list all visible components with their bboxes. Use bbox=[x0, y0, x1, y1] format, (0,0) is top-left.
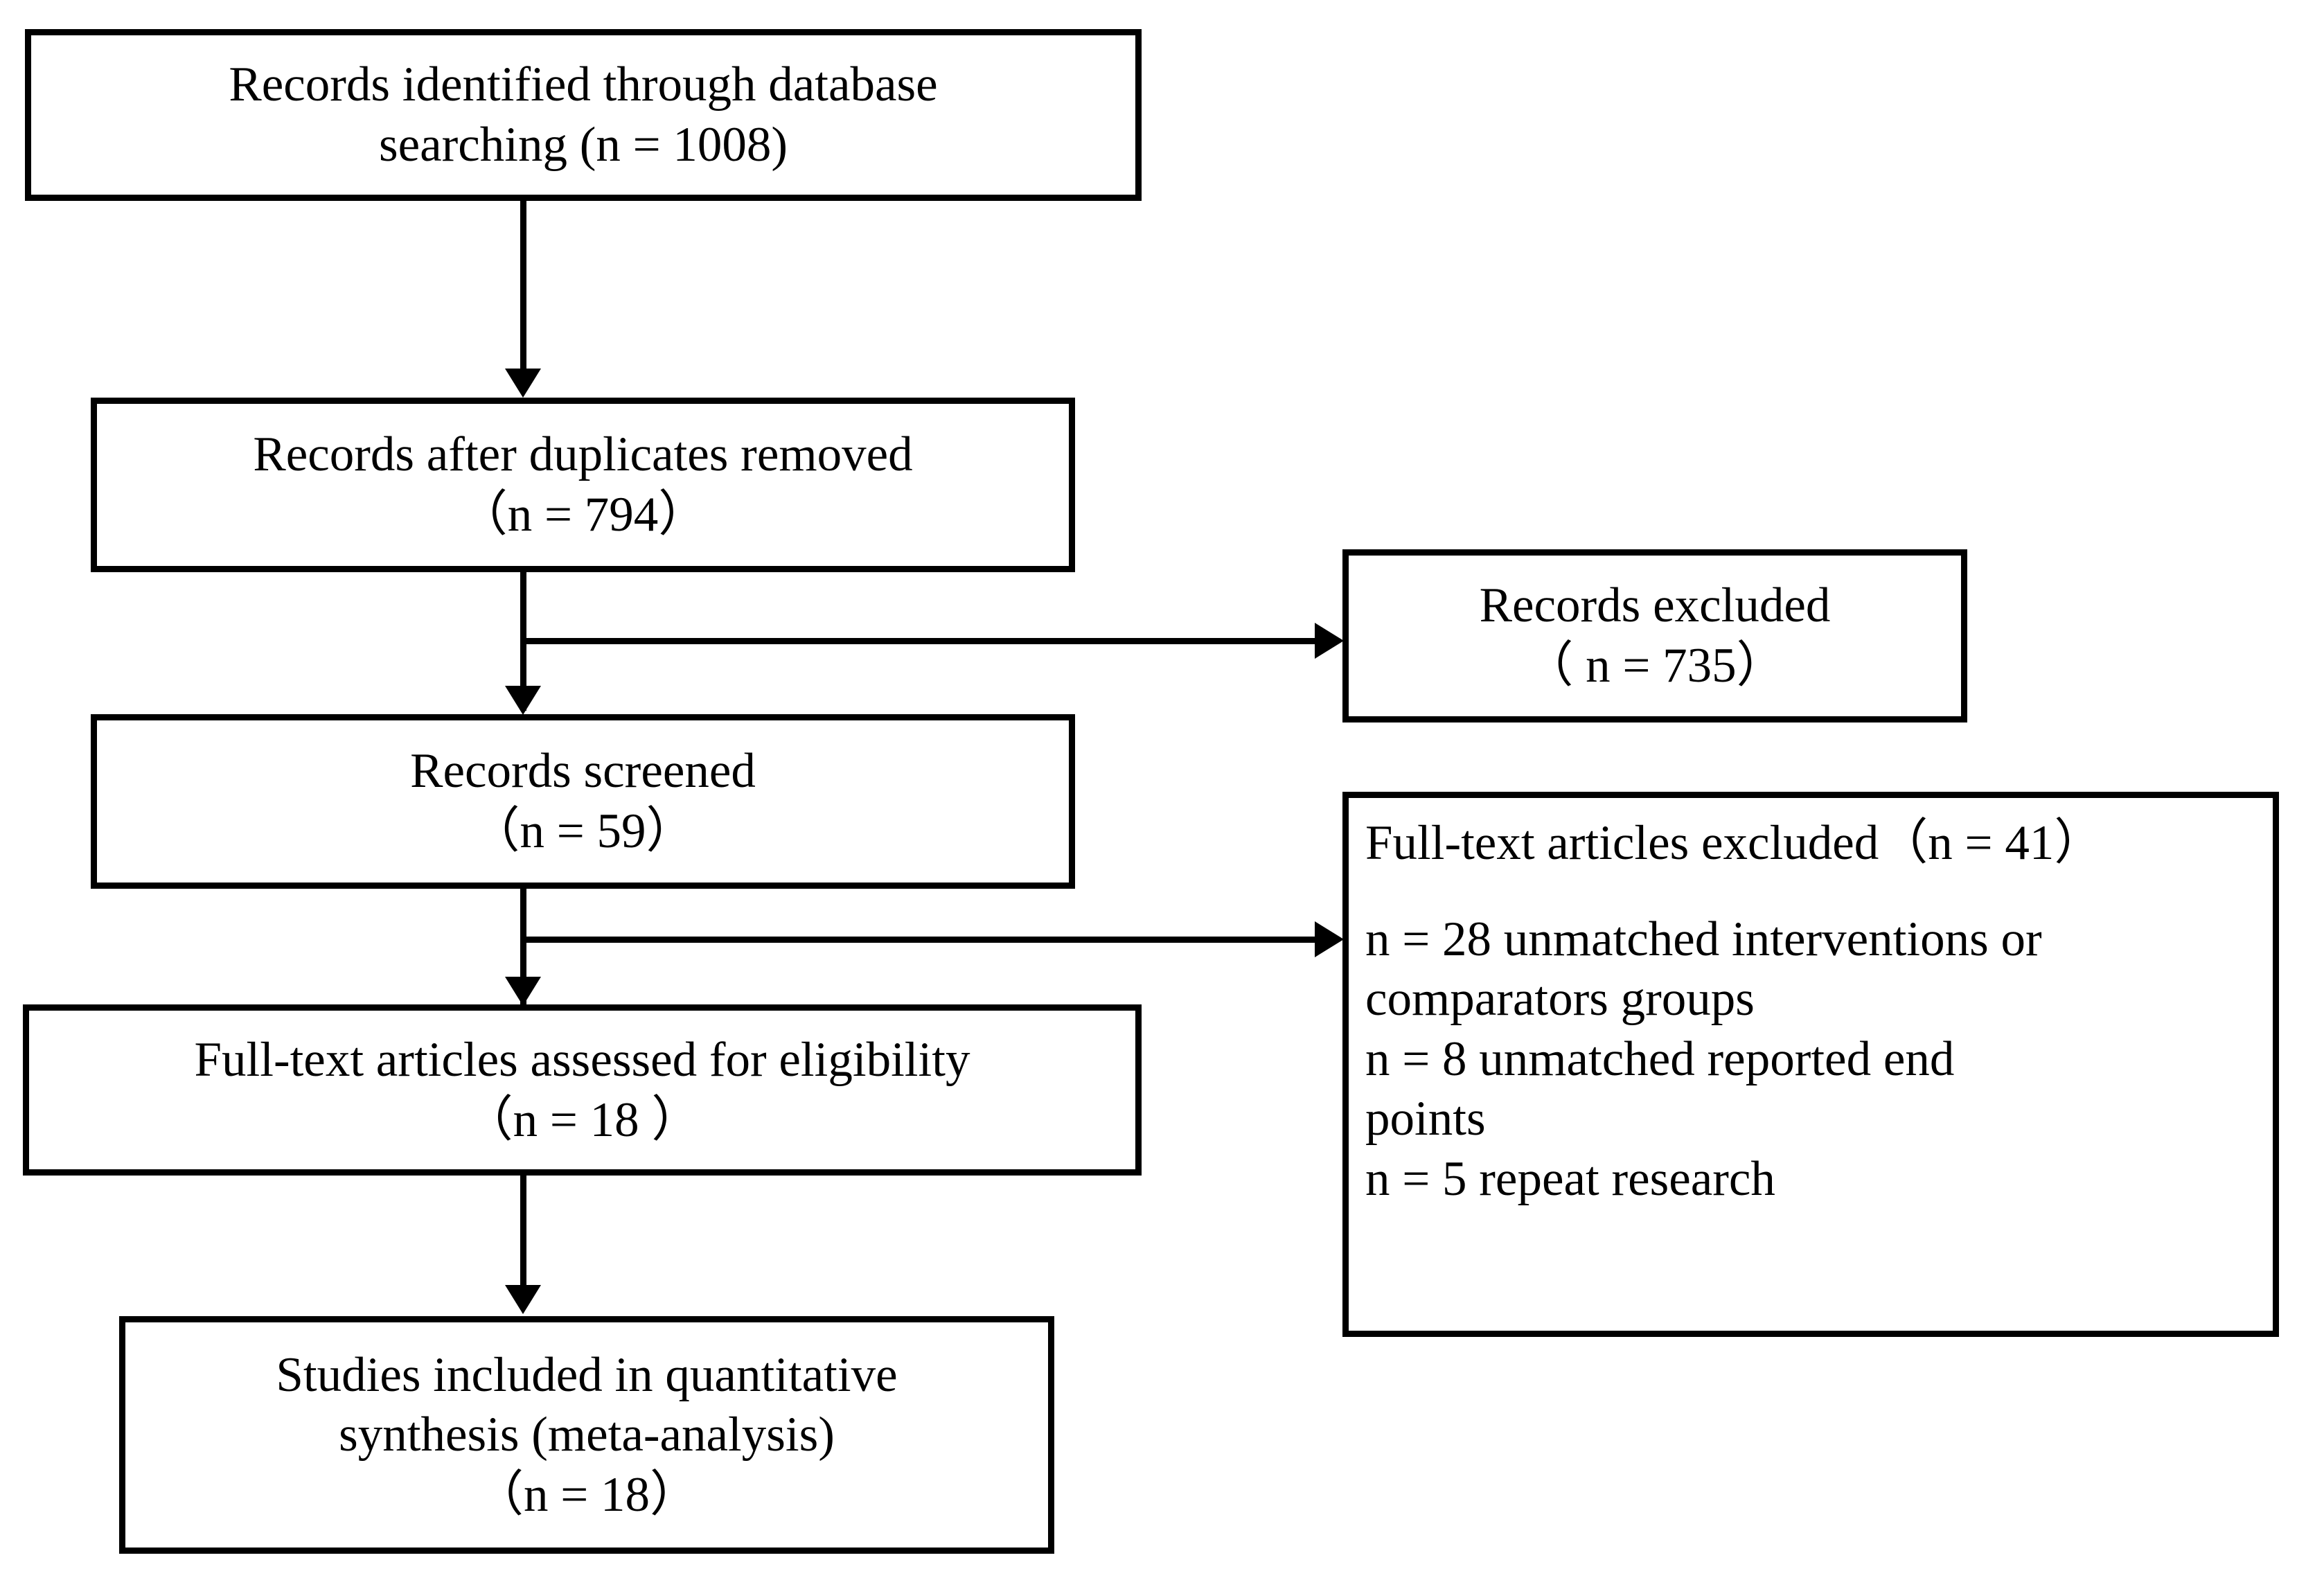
box-records-excluded: Records excluded （ n = 735） bbox=[1342, 549, 1967, 722]
connector-identified-to-duplicates-stem bbox=[520, 201, 526, 370]
connector-screened-to-assessed-arrowhead bbox=[505, 977, 541, 1006]
connector-screened-to-fulltext-excluded-arrowhead bbox=[1315, 921, 1344, 957]
records-screened-line-2: （n = 59） bbox=[470, 804, 695, 858]
connector-duplicates-to-screened-arrowhead bbox=[505, 686, 541, 715]
records-identified-line-2: searching (n = 1008) bbox=[378, 118, 788, 172]
full-text-excluded-reason-1-cont: comparators groups bbox=[1365, 972, 1755, 1027]
studies-included-line-3: （n = 18） bbox=[474, 1467, 700, 1522]
connector-duplicates-to-records-excluded-stem bbox=[523, 638, 1318, 644]
records-excluded-line-1: Records excluded bbox=[1479, 578, 1831, 633]
connector-assessed-to-included-arrowhead bbox=[505, 1285, 541, 1314]
connector-duplicates-to-records-excluded-arrowhead bbox=[1315, 623, 1344, 659]
box-studies-included: Studies included in quantitative synthes… bbox=[119, 1316, 1054, 1554]
box-records-identified: Records identified through database sear… bbox=[25, 29, 1142, 201]
records-screened-line-1: Records screened bbox=[410, 744, 756, 799]
full-text-assessed-line-1: Full-text articles assessed for eligibil… bbox=[194, 1032, 970, 1087]
records-after-duplicates-line-2: （n = 794） bbox=[458, 488, 708, 542]
records-after-duplicates-line-1: Records after duplicates removed bbox=[253, 427, 913, 482]
connector-assessed-to-included-stem bbox=[520, 1176, 526, 1286]
records-excluded-line-2: （ n = 735） bbox=[1524, 639, 1786, 693]
box-records-after-duplicates-removed: Records after duplicates removed （n = 79… bbox=[91, 398, 1075, 572]
box-records-screened: Records screened （n = 59） bbox=[91, 714, 1075, 889]
full-text-excluded-reason-1: n = 28 unmatched interventions or bbox=[1365, 912, 2042, 966]
connector-identified-to-duplicates-arrowhead bbox=[505, 369, 541, 398]
full-text-excluded-reason-2: n = 8 unmatched reported end bbox=[1365, 1031, 1955, 1086]
connector-screened-to-assessed-stem bbox=[520, 889, 526, 1005]
full-text-excluded-reason-2-cont: points bbox=[1365, 1092, 1486, 1146]
box-full-text-articles-excluded: Full-text articles excluded（n = 41） n = … bbox=[1342, 792, 2279, 1337]
full-text-excluded-heading: Full-text articles excluded（n = 41） bbox=[1365, 816, 2104, 870]
box-full-text-articles-assessed: Full-text articles assessed for eligibil… bbox=[23, 1004, 1142, 1176]
studies-included-line-2: synthesis (meta-analysis) bbox=[339, 1408, 835, 1462]
connector-screened-to-fulltext-excluded-stem bbox=[523, 937, 1318, 943]
studies-included-line-1: Studies included in quantitative bbox=[276, 1347, 898, 1402]
records-identified-line-1: Records identified through database bbox=[229, 57, 938, 112]
full-text-assessed-line-2: （n = 18 ） bbox=[463, 1092, 701, 1147]
full-text-excluded-reason-3: n = 5 repeat research bbox=[1365, 1152, 1775, 1207]
